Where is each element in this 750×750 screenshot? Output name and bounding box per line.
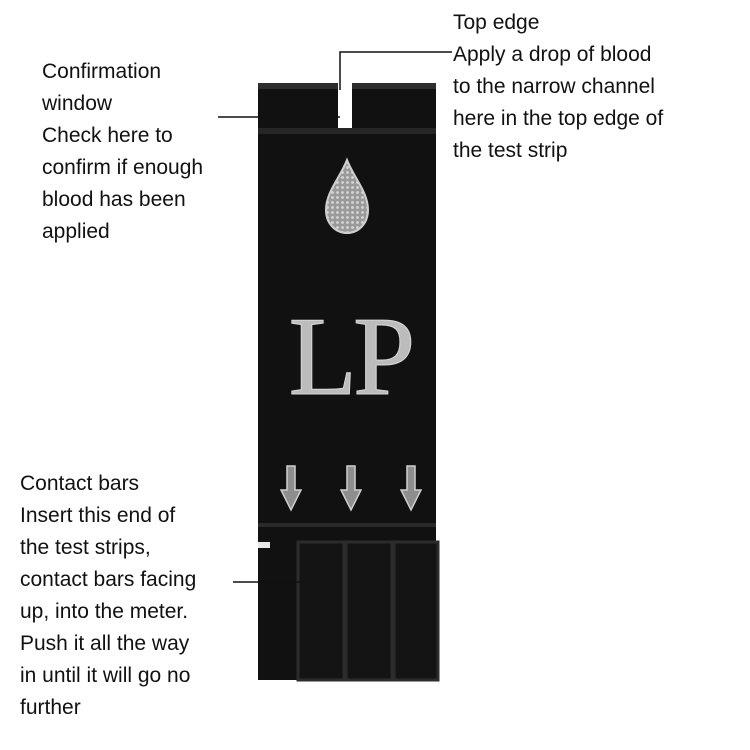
down-arrow-icon: [399, 465, 423, 512]
callout-line: further: [20, 696, 81, 719]
contact-bar-1: [296, 540, 346, 682]
contact-bar-2: [344, 540, 394, 682]
contact-region-divider: [258, 523, 436, 527]
callout-line: the test strip: [453, 139, 568, 162]
callout-line: Insert this end of: [20, 504, 176, 527]
down-arrow-icon: [339, 465, 363, 512]
callout-line: here in the top edge of: [453, 107, 664, 130]
callout-line: Top edge: [453, 11, 540, 34]
callout-line: Push it all the way: [20, 632, 190, 655]
callout-line: blood has been: [42, 188, 186, 211]
callout-line: Contact bars: [20, 472, 140, 495]
top-edge-highlight-left: [258, 83, 338, 89]
leader-line-top-edge: [339, 51, 452, 90]
callout-line: confirm if enough: [42, 156, 204, 179]
top-edge-highlight-right: [352, 83, 436, 89]
blood-channel-notch: [338, 83, 352, 131]
callout-line: Apply a drop of blood: [453, 43, 652, 66]
callout-line: Confirmation: [42, 60, 162, 83]
callout-line: in until it will go no: [20, 664, 191, 687]
confirmation-window-band: [258, 128, 436, 134]
callout-line: window: [42, 92, 113, 115]
strip-logo-text: LP: [289, 295, 412, 419]
contact-region-notch-left: [258, 542, 270, 548]
callout-line: contact bars facing: [20, 568, 197, 591]
callout-line: Check here to: [42, 124, 173, 147]
callout-line: up, into the meter.: [20, 600, 189, 623]
contact-bar-3: [392, 540, 440, 682]
insert-direction-arrows: [279, 465, 423, 512]
callout-line: to the narrow channel: [453, 75, 655, 98]
down-arrow-icon: [279, 465, 303, 512]
callout-line: the test strips,: [20, 536, 151, 559]
callout-line: applied: [42, 220, 110, 243]
blood-drop-icon: [324, 157, 370, 235]
